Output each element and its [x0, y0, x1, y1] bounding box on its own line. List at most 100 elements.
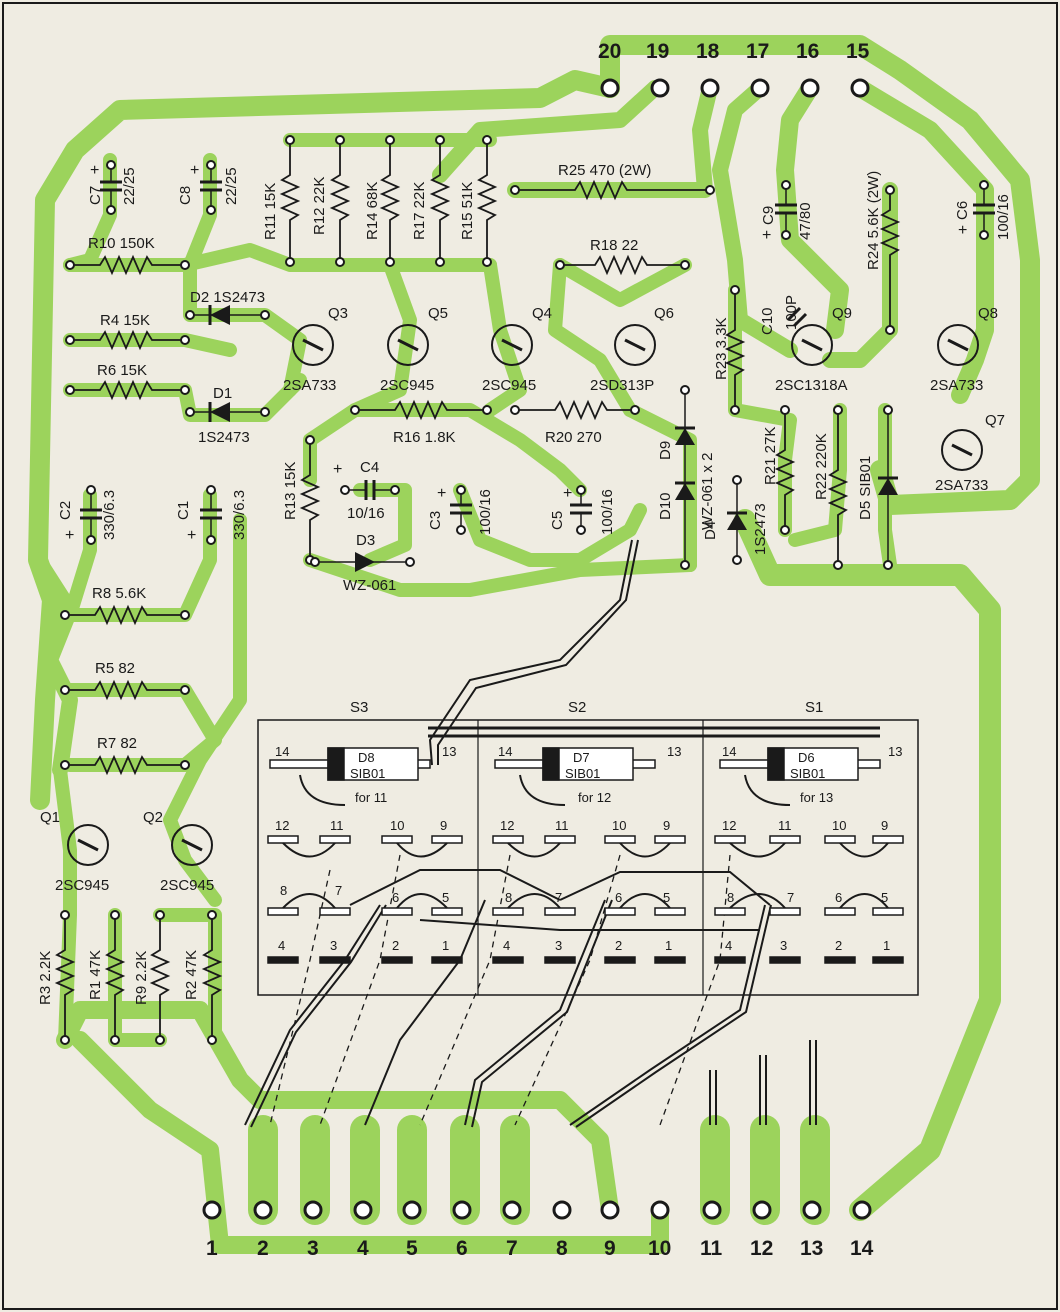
pin-3-s1: 3 — [780, 938, 787, 953]
pad-1[interactable] — [202, 1200, 222, 1220]
pad-18[interactable] — [700, 78, 720, 98]
label-c2: C2 — [57, 501, 74, 520]
label-d3-value: WZ-061 — [343, 577, 396, 594]
pin-14-s2: 14 — [498, 744, 512, 759]
label-r6: R6 15K — [97, 362, 147, 379]
svg-text:+: + — [190, 162, 199, 179]
pin-2-s1: 2 — [835, 938, 842, 953]
diode-symbols — [190, 305, 898, 572]
pin-14-s1: 14 — [722, 744, 736, 759]
pad-6[interactable] — [452, 1200, 472, 1220]
label-d7-type: SIB01 — [565, 766, 600, 781]
label-r15: R15 51K — [459, 182, 476, 240]
switch-outline — [257, 719, 919, 996]
label-r9: R9 2.2K — [133, 951, 150, 1005]
label-q3-type: 2SA733 — [283, 377, 336, 394]
label-conn-18: 18 — [696, 40, 720, 63]
label-r11: R11 15K — [262, 183, 279, 240]
label-c9-value: 47/80 — [797, 202, 814, 240]
label-c1: C1 — [175, 501, 192, 520]
label-r8: R8 5.6K — [92, 585, 146, 602]
pin-12-s1: 12 — [722, 818, 736, 833]
svg-text:+: + — [762, 227, 771, 244]
pad-19[interactable] — [650, 78, 670, 98]
label-c2-value: 330/6.3 — [101, 490, 118, 540]
label-q1-type: 2SC945 — [55, 877, 109, 894]
label-r17: R17 22K — [411, 182, 428, 240]
pad-7[interactable] — [502, 1200, 522, 1220]
label-d9: D9 — [657, 441, 674, 460]
pad-3[interactable] — [303, 1200, 323, 1220]
label-conn-9: 9 — [604, 1237, 616, 1260]
pad-12[interactable] — [752, 1200, 772, 1220]
pad-16[interactable] — [800, 78, 820, 98]
label-d6: D6 — [798, 750, 815, 765]
pin-10-s3: 10 — [390, 818, 404, 833]
label-s1: S1 — [805, 699, 823, 716]
pad-20[interactable] — [600, 78, 620, 98]
pin-8-s2: 8 — [505, 890, 512, 905]
label-q2: Q2 — [143, 809, 163, 826]
label-r18: R18 22 — [590, 237, 638, 254]
svg-text:+: + — [563, 485, 572, 502]
pin-5-s2: 5 — [663, 890, 670, 905]
label-r7: R7 82 — [97, 735, 137, 752]
resistor-symbols — [54, 140, 901, 1040]
label-conn-12: 12 — [750, 1237, 773, 1260]
label-c6: C6 — [954, 201, 971, 220]
pad-13[interactable] — [802, 1200, 822, 1220]
pad-11[interactable] — [702, 1200, 722, 1220]
label-conn-4: 4 — [357, 1237, 369, 1260]
switch-wiring — [244, 539, 817, 1128]
label-conn-19: 19 — [646, 40, 669, 63]
svg-text:+: + — [437, 485, 446, 502]
pin-11-s1: 11 — [778, 818, 792, 833]
label-conn-13: 13 — [800, 1237, 823, 1260]
pad-5[interactable] — [402, 1200, 422, 1220]
pad-4[interactable] — [353, 1200, 373, 1220]
label-c8-value: 22/25 — [223, 167, 240, 205]
label-r16: R16 1.8K — [393, 429, 456, 446]
label-conn-7: 7 — [506, 1237, 518, 1260]
pin-11-s2: 11 — [555, 818, 569, 833]
label-r24: R24 5.6K (2W) — [865, 171, 882, 270]
label-r23: R23 3.3K — [713, 317, 730, 380]
label-r2: R2 47K — [183, 950, 200, 1000]
label-conn-16: 16 — [796, 40, 819, 63]
pin-9-s1: 9 — [881, 818, 888, 833]
top-connector-labels: 20 19 18 17 16 15 — [598, 40, 870, 63]
pad-15[interactable] — [850, 78, 870, 98]
label-conn-14: 14 — [850, 1237, 874, 1260]
label-s3: S3 — [350, 699, 368, 716]
pad-9[interactable] — [600, 1200, 620, 1220]
pin-13-s1: 13 — [888, 744, 902, 759]
label-q5-type: 2SC945 — [380, 377, 434, 394]
label-d7: D7 — [573, 750, 590, 765]
label-conn-15: 15 — [846, 40, 870, 63]
label-q7-type: 2SA733 — [935, 477, 988, 494]
label-r14: R14 68K — [364, 182, 381, 240]
label-c5-value: 100/16 — [599, 489, 616, 535]
label-q6: Q6 — [654, 305, 674, 322]
label-conn-10: 10 — [648, 1237, 671, 1260]
pad-2[interactable] — [253, 1200, 273, 1220]
label-conn-11: 11 — [700, 1237, 723, 1260]
label-c6-value: 100/16 — [995, 194, 1012, 240]
pad-14[interactable] — [852, 1200, 872, 1220]
label-r22: R22 220K — [813, 433, 830, 500]
pin-6-s1: 6 — [835, 890, 842, 905]
label-c7: C7 — [87, 186, 104, 205]
label-q8: Q8 — [978, 305, 998, 322]
label-conn-20: 20 — [598, 40, 621, 63]
pad-8[interactable] — [552, 1200, 572, 1220]
svg-text:+: + — [187, 527, 196, 544]
label-r12: R12 22K — [311, 177, 328, 235]
pad-17[interactable] — [750, 78, 770, 98]
label-conn-2: 2 — [257, 1237, 269, 1260]
label-d3: D3 — [356, 532, 375, 549]
label-c10-value: 100P — [783, 295, 800, 330]
pin-9-s2: 9 — [663, 818, 670, 833]
component-labels: C7 22/25 C8 22/25 R11 15K R12 22K R14 68… — [37, 162, 1012, 1005]
pad-10[interactable] — [650, 1200, 670, 1220]
